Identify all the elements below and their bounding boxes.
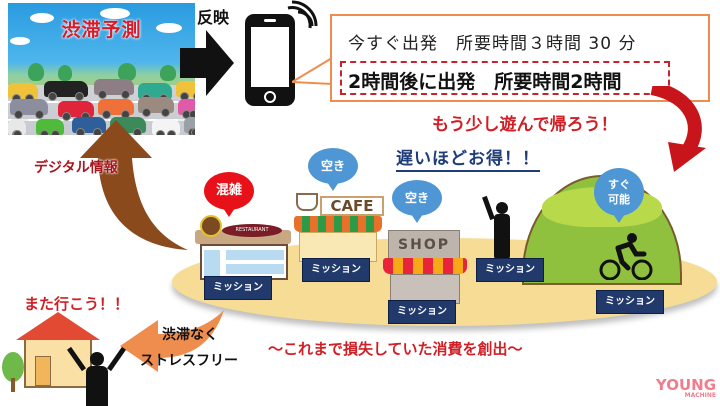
car-icon <box>178 99 195 119</box>
stress-free-text: 渋滞なく ストレスフリー <box>140 322 238 374</box>
car-icon <box>98 99 134 119</box>
status-bubble-vacant-shop: 空き <box>392 180 442 223</box>
cloud-icon <box>30 13 54 23</box>
mission-badge-cycling[interactable]: ミッション <box>596 290 664 314</box>
person-head <box>90 352 104 366</box>
restaurant-door <box>204 250 220 278</box>
coffee-cup-icon <box>296 193 318 211</box>
departure-later-text: 2時間後に出発 所要時間2時間 <box>348 71 622 93</box>
restaurant-logo-icon <box>200 215 222 237</box>
car-icon <box>72 117 106 135</box>
arrow-left-icon <box>120 310 224 372</box>
cafe-sign: CAFE <box>320 196 384 216</box>
bottom-slogan: ～これまで損失していた消費を創出～ <box>268 340 523 358</box>
shop-building <box>390 274 460 304</box>
route-info-panel: 今すぐ出発 所要時間３時間 30 分 2時間後に出発 所要時間2時間 <box>330 14 710 102</box>
cloud-icon <box>100 8 130 19</box>
tree-trunk <box>11 378 15 392</box>
car-icon <box>152 119 180 135</box>
restaurant-sign: RESTAURANT <box>222 224 282 237</box>
phone-speaker <box>264 19 276 22</box>
status-bubble-crowded: 混雑 <box>204 172 254 217</box>
shop-awning <box>383 258 467 274</box>
mission-badge-viewpoint[interactable]: ミッション <box>476 258 544 282</box>
wifi-signal-icon <box>287 0 318 29</box>
cyclist-icon <box>599 233 653 280</box>
later-is-better-slogan: 遅いほどお得！！ <box>396 144 540 172</box>
phone-home-button <box>264 91 276 103</box>
go-again-slogan: また行こう！！ <box>24 295 130 313</box>
tree-icon <box>160 65 176 81</box>
person-head <box>496 202 508 214</box>
logo-sub-text: MACHINE <box>684 392 716 399</box>
stress-free-label: ストレスフリー <box>140 353 238 369</box>
car-icon <box>184 117 195 135</box>
car-icon <box>36 119 64 135</box>
speech-pointer <box>292 56 334 88</box>
car-icon <box>94 79 134 99</box>
bubble-text-line1: すぐ <box>608 178 630 191</box>
play-more-slogan: もう少し遊んで帰ろう！ <box>432 115 618 135</box>
logo-main-text: YOUNG <box>655 376 716 394</box>
car-icon <box>58 101 94 121</box>
digital-info-label: デジタル情報 <box>34 160 118 176</box>
bubble-text-line2: 可能 <box>608 193 630 206</box>
tree-icon <box>2 352 24 382</box>
tree-icon <box>58 65 72 81</box>
restaurant-window <box>226 264 284 274</box>
traffic-forecast-image: 渋滞予測 <box>8 3 195 135</box>
traffic-forecast-title: 渋滞予測 <box>61 19 142 41</box>
curved-arrow-down-icon <box>650 86 706 172</box>
shop-sign: SHOP <box>388 230 460 260</box>
car-icon <box>8 83 38 103</box>
house-roof <box>16 312 100 340</box>
car-icon <box>138 97 174 117</box>
tree-icon <box>28 63 44 81</box>
reflect-label: 反映 <box>197 8 230 27</box>
mission-badge-shop[interactable]: ミッション <box>388 300 456 324</box>
status-bubble-available-now: すぐ 可能 <box>594 168 644 223</box>
smartphone-icon <box>245 14 295 106</box>
recommended-option-box: 2時間後に出発 所要時間2時間 <box>340 61 670 95</box>
departure-now-text: 今すぐ出発 所要時間３時間 30 分 <box>348 34 637 54</box>
young-machine-logo: YOUNG MACHINE <box>642 376 716 400</box>
house-door <box>35 356 51 386</box>
no-congestion-label: 渋滞なく <box>162 327 218 343</box>
cloud-icon <box>156 23 182 33</box>
status-bubble-vacant-cafe: 空き <box>308 148 358 191</box>
restaurant-building <box>200 244 288 280</box>
mission-badge-restaurant[interactable]: ミッション <box>204 276 272 300</box>
person-arm <box>482 195 495 221</box>
cafe-awning <box>294 216 382 232</box>
car-icon <box>44 81 88 101</box>
phone-screen <box>251 27 289 87</box>
cafe-building <box>299 232 377 262</box>
arrow-right-icon <box>180 30 234 96</box>
car-icon <box>8 119 26 135</box>
cloud-icon <box>10 37 30 45</box>
mission-badge-cafe[interactable]: ミッション <box>302 258 370 282</box>
person-cheering-icon <box>86 366 108 406</box>
person-viewing-icon <box>494 214 510 260</box>
car-icon <box>10 99 48 119</box>
curved-arrow-up-icon <box>80 120 188 250</box>
tree-icon <box>118 63 136 81</box>
restaurant-window <box>226 250 284 260</box>
